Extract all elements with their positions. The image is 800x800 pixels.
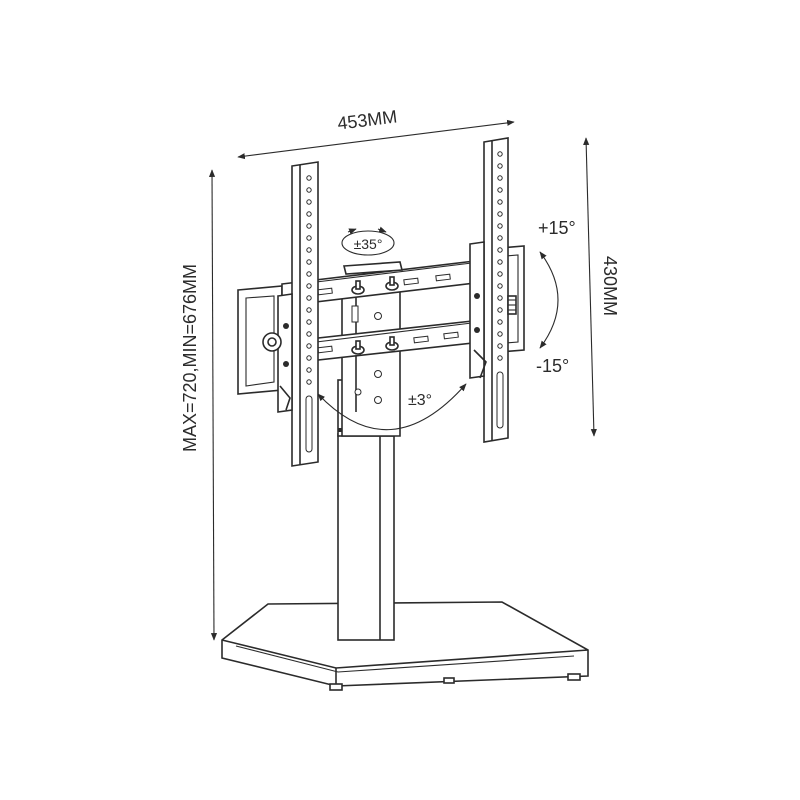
tilt-knob [262, 332, 282, 352]
left-vesa-arm [262, 161, 319, 467]
tilt-indicator: +15° -15° [536, 218, 576, 376]
width-dimension: 453MM [237, 106, 515, 160]
foot-pad [329, 683, 343, 691]
tilt-knob [507, 295, 517, 315]
total-height-dimension: MAX=720,MIN=676MM [180, 169, 218, 641]
column-mount-plate [341, 279, 401, 437]
tilt-down-label: -15° [536, 356, 569, 376]
foot-pad [443, 677, 455, 684]
swivel-label: ±35° [354, 236, 383, 252]
thumb-screws [351, 276, 399, 355]
height-label: 430MM [600, 256, 620, 316]
rotation-indicator: ±3° [317, 383, 467, 431]
swivel-plate [342, 261, 404, 275]
rotation-label: ±3° [408, 392, 432, 409]
tilt-up-label: +15° [538, 218, 576, 238]
total-height-label: MAX=720,MIN=676MM [180, 264, 200, 452]
right-vesa-arm [469, 137, 517, 443]
swivel-indicator: ±35° [341, 226, 395, 256]
width-label: 453MM [336, 106, 398, 133]
base-plate [221, 601, 589, 691]
height-dimension: 430MM [583, 137, 620, 437]
foot-pad [567, 673, 581, 681]
